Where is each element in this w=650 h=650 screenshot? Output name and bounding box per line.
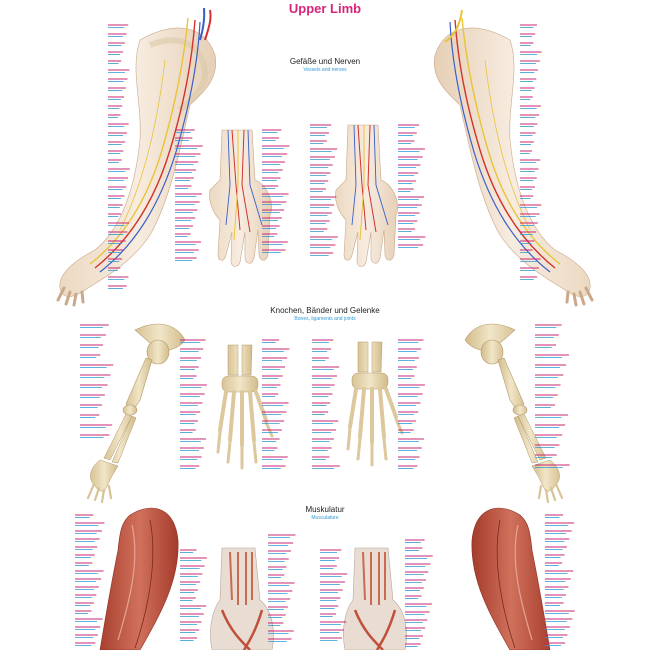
arm-muscles-left [99, 507, 179, 650]
hand-muscles-dorsal [343, 547, 407, 650]
arm-vessels-right [433, 9, 594, 307]
poster-title: Upper Limb [288, 1, 362, 16]
annotation-label-marks [75, 24, 575, 647]
section-subtitle-musculature: Musculature [311, 515, 339, 521]
hand-bones-palmar [216, 344, 274, 470]
section-title-bones: Knochen, Bänder und Gelenke [270, 306, 380, 315]
section-title-musculature: Muskulatur [305, 505, 345, 514]
hand-bones-dorsal [346, 341, 404, 467]
hand-vessels-palmar [209, 129, 272, 267]
arm-bones-right [464, 323, 564, 504]
section-subtitle-bones: Bones, ligaments and joints [294, 316, 356, 322]
arm-bones-left [86, 323, 186, 504]
hand-muscles-palmar [210, 547, 274, 650]
hand-vessels-dorsal [335, 124, 398, 267]
section-title-vessels-nerves: Gefäße und Nerven [289, 57, 361, 66]
arm-muscles-right [471, 507, 551, 650]
section-subtitle-vessels-nerves: Vessels and nerves [303, 67, 347, 73]
arm-vessels-left [56, 7, 217, 307]
